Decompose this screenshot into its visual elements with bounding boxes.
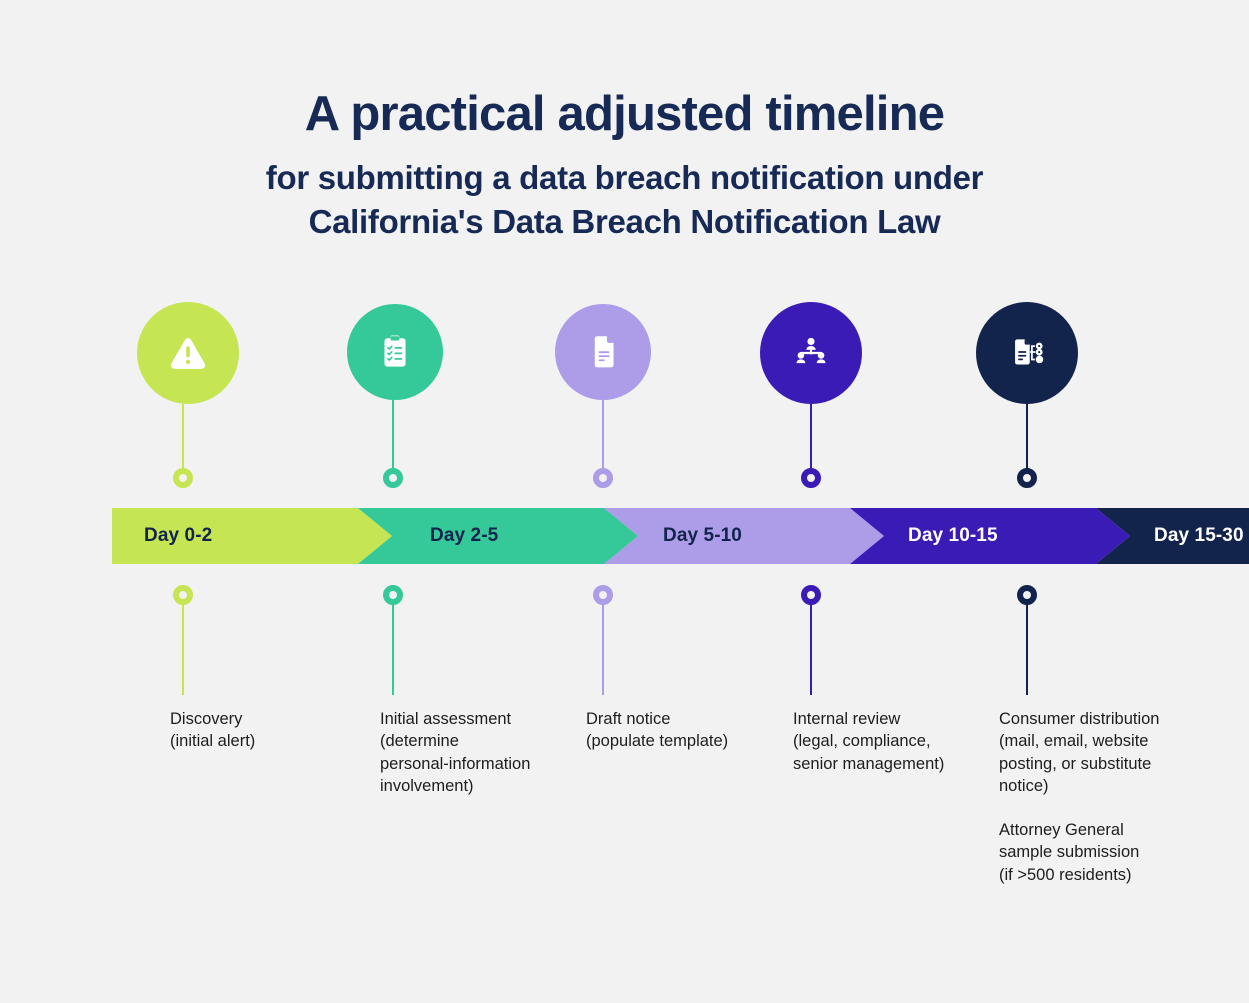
description-paragraph: Initial assessment (determine personal-i… bbox=[380, 708, 580, 797]
stage-description-internal-review: Internal review (legal, compliance, seni… bbox=[793, 708, 993, 775]
document-icon bbox=[581, 330, 625, 374]
description-paragraph: Draft notice (populate template) bbox=[586, 708, 786, 753]
stage-description-consumer-distribution: Consumer distribution (mail, email, webs… bbox=[999, 708, 1209, 886]
description-line: senior management) bbox=[793, 754, 945, 773]
chevron-label-discovery: Day 0-2 bbox=[144, 525, 213, 546]
page-subtitle-line-1: for submitting a data breach notificatio… bbox=[265, 158, 984, 196]
description-line: notice) bbox=[999, 776, 1049, 795]
description-paragraph: Attorney General sample submission (if >… bbox=[999, 819, 1209, 886]
description-line: Attorney General bbox=[999, 821, 1124, 840]
page-title: A practical adjusted timeline bbox=[304, 87, 945, 141]
description-line: (populate template) bbox=[586, 732, 729, 751]
stage-connector-ring-top-initial-assessment bbox=[383, 468, 403, 488]
description-line: (initial alert) bbox=[170, 732, 256, 751]
stage-connector-ring-top-draft-notice bbox=[593, 468, 613, 488]
stage-description-initial-assessment: Initial assessment (determine personal-i… bbox=[380, 708, 580, 797]
stage-description-discovery: Discovery (initial alert) bbox=[170, 708, 370, 753]
chevron-segment-initial-assessment[interactable]: Day 2-5 bbox=[358, 508, 638, 564]
document-distribution-icon bbox=[1005, 331, 1049, 375]
description-line: Initial assessment bbox=[380, 710, 512, 728]
stage-connector-line-bottom-consumer-distribution bbox=[1026, 603, 1028, 695]
page-subtitle-line-2: California's Data Breach Notification La… bbox=[308, 202, 941, 240]
chevron-label-consumer-distribution: Day 15-30 bbox=[1154, 525, 1244, 546]
stage-connector-line-bottom-internal-review bbox=[810, 603, 812, 695]
chevron-segment-draft-notice[interactable]: Day 5-10 bbox=[604, 508, 884, 564]
stage-connector-line-top-internal-review bbox=[810, 404, 812, 470]
warning-triangle-icon bbox=[165, 330, 211, 376]
stage-connector-ring-top-internal-review bbox=[801, 468, 821, 488]
stage-icon-circle-internal-review[interactable] bbox=[760, 302, 862, 404]
stage-description-draft-notice: Draft notice (populate template) bbox=[586, 708, 786, 753]
description-line: sample submission bbox=[999, 843, 1140, 862]
description-line: Draft notice bbox=[586, 710, 671, 728]
stage-icon-circle-consumer-distribution[interactable] bbox=[976, 302, 1078, 404]
chevron-segment-discovery[interactable]: Day 0-2 bbox=[112, 508, 392, 564]
org-chart-people-icon bbox=[789, 331, 833, 375]
description-line: Internal review bbox=[793, 710, 901, 728]
page-subtitle: for submitting a data breach notificatio… bbox=[0, 156, 1249, 244]
stage-connector-line-top-initial-assessment bbox=[392, 400, 394, 470]
stage-connector-line-bottom-draft-notice bbox=[602, 603, 604, 695]
stage-connector-line-bottom-initial-assessment bbox=[392, 603, 394, 695]
title-block: A practical adjusted timeline for submit… bbox=[0, 86, 1249, 244]
description-paragraph: Consumer distribution (mail, email, webs… bbox=[999, 708, 1209, 797]
stage-connector-ring-bottom-initial-assessment bbox=[383, 585, 403, 605]
description-line: Discovery bbox=[170, 710, 243, 728]
stage-connector-line-top-draft-notice bbox=[602, 400, 604, 470]
description-line: (mail, email, website bbox=[999, 732, 1149, 751]
stage-connector-line-top-consumer-distribution bbox=[1026, 404, 1028, 470]
description-paragraph: Internal review (legal, compliance, seni… bbox=[793, 708, 993, 775]
stage-icon-circle-initial-assessment[interactable] bbox=[347, 304, 443, 400]
stage-connector-ring-bottom-discovery bbox=[173, 585, 193, 605]
stage-connector-ring-top-discovery bbox=[173, 468, 193, 488]
chevron-segment-internal-review[interactable]: Day 10-15 bbox=[850, 508, 1130, 564]
description-line: (if >500 residents) bbox=[999, 865, 1132, 884]
description-line: involvement) bbox=[380, 776, 474, 795]
stage-connector-line-top-discovery bbox=[182, 404, 184, 470]
stage-icon-circle-discovery[interactable] bbox=[137, 302, 239, 404]
stage-connector-ring-top-consumer-distribution bbox=[1017, 468, 1037, 488]
chevron-label-internal-review: Day 10-15 bbox=[908, 525, 998, 546]
stage-connector-ring-bottom-draft-notice bbox=[593, 585, 613, 605]
chevron-label-draft-notice: Day 5-10 bbox=[663, 525, 742, 546]
description-line: (determine bbox=[380, 732, 459, 751]
stage-connector-ring-bottom-consumer-distribution bbox=[1017, 585, 1037, 605]
timeline-chevron-bar: Day 0-2 Day 2-5 Day 5-10 Day 10-15 Day 1… bbox=[112, 508, 1249, 564]
stage-connector-line-bottom-discovery bbox=[182, 603, 184, 695]
description-line: (legal, compliance, bbox=[793, 732, 931, 751]
clipboard-checklist-icon bbox=[373, 330, 417, 374]
description-line: personal-information bbox=[380, 754, 531, 773]
stage-connector-ring-bottom-internal-review bbox=[801, 585, 821, 605]
description-line: posting, or substitute bbox=[999, 754, 1152, 773]
chevron-label-initial-assessment: Day 2-5 bbox=[430, 525, 499, 546]
description-paragraph: Discovery (initial alert) bbox=[170, 708, 370, 753]
description-line: Consumer distribution bbox=[999, 710, 1160, 728]
stage-icon-circle-draft-notice[interactable] bbox=[555, 304, 651, 400]
